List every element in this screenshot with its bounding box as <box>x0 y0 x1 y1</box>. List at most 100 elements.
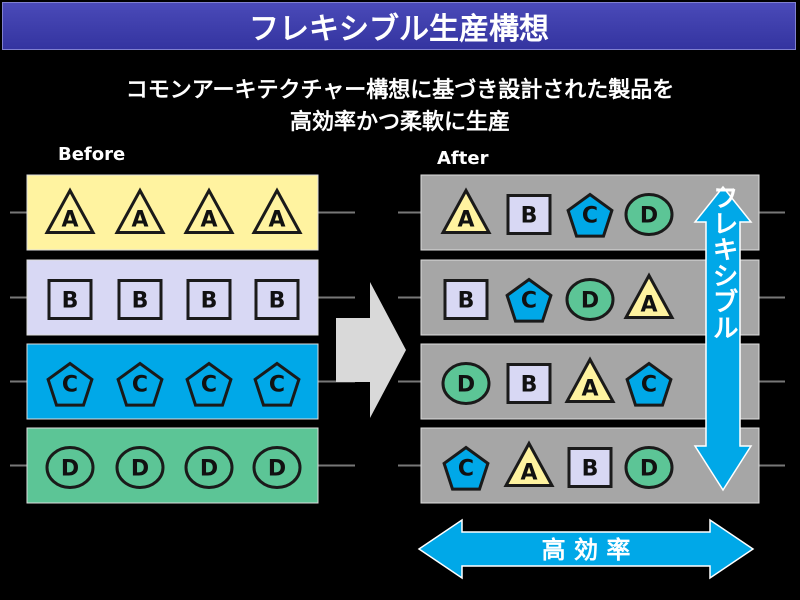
circle-icon <box>115 446 165 489</box>
horizontal-double-arrow-icon <box>417 518 755 580</box>
circle-icon <box>624 193 674 236</box>
product-letter: B <box>521 204 538 229</box>
product-C: C <box>566 192 614 238</box>
square-icon <box>117 279 163 320</box>
product-A: A <box>623 272 675 319</box>
product-letter: C <box>641 373 657 398</box>
square-icon <box>567 447 613 488</box>
pentagon-icon <box>253 361 301 407</box>
product-letter: D <box>61 457 79 482</box>
title-bar: フレキシブル生産構想 <box>2 2 796 50</box>
product-B: B <box>506 194 552 235</box>
circle-icon <box>624 446 674 489</box>
product-letter: C <box>201 373 217 398</box>
product-D: D <box>184 446 234 489</box>
product-letter: D <box>200 457 218 482</box>
before-label: Before <box>58 144 126 165</box>
triangle-icon <box>564 356 616 403</box>
pentagon-icon <box>116 361 164 407</box>
product-letter: A <box>640 293 657 318</box>
product-letter: D <box>457 373 475 398</box>
square-icon <box>254 279 300 320</box>
triangle-icon <box>440 187 492 234</box>
pentagon-icon <box>625 361 673 407</box>
product-letter: D <box>268 457 286 482</box>
product-D: D <box>624 446 674 489</box>
product-B: B <box>567 447 613 488</box>
product-B: B <box>117 279 163 320</box>
product-B: B <box>47 279 93 320</box>
subtitle-line-2: 高効率かつ柔軟に生産 <box>289 110 510 135</box>
product-letter: C <box>458 457 474 482</box>
square-icon <box>186 279 232 320</box>
product-C: C <box>185 361 233 407</box>
right-arrow-icon <box>336 282 406 418</box>
product-C: C <box>253 361 301 407</box>
pentagon-icon <box>442 445 490 491</box>
square-icon <box>506 363 552 404</box>
product-letter: B <box>269 289 286 314</box>
circle-icon <box>184 446 234 489</box>
square-icon <box>443 279 489 320</box>
product-A: A <box>503 440 555 487</box>
triangle-icon <box>503 440 555 487</box>
product-letter: C <box>582 204 598 229</box>
product-D: D <box>624 193 674 236</box>
product-letter: A <box>457 208 474 233</box>
product-letter: B <box>521 373 538 398</box>
product-letter: A <box>520 461 537 486</box>
efficiency-label: 高 効 率 <box>542 536 631 564</box>
product-letter: B <box>62 289 79 314</box>
triangle-icon <box>623 272 675 319</box>
product-letter: A <box>200 208 217 233</box>
product-A: A <box>564 356 616 403</box>
slide-title: フレキシブル生産構想 <box>249 12 549 47</box>
pentagon-icon <box>566 192 614 238</box>
pentagon-icon <box>46 361 94 407</box>
product-letter: D <box>640 457 658 482</box>
product-B: B <box>186 279 232 320</box>
product-letter: B <box>201 289 218 314</box>
flexible-label: フレキシブル <box>708 184 738 340</box>
product-letter: B <box>458 289 475 314</box>
product-letter: C <box>132 373 148 398</box>
product-letter: D <box>581 289 599 314</box>
product-B: B <box>506 363 552 404</box>
product-D: D <box>252 446 302 489</box>
product-D: D <box>565 278 615 321</box>
product-letter: C <box>269 373 285 398</box>
product-letter: B <box>582 457 599 482</box>
circle-icon <box>565 278 615 321</box>
vertical-double-arrow-icon <box>693 185 753 492</box>
product-A: A <box>251 187 303 234</box>
product-letter: A <box>61 208 78 233</box>
subtitle-line-1: コモンアーキテクチャー構想に基づき設計された製品を <box>125 78 675 103</box>
product-D: D <box>45 446 95 489</box>
product-letter: B <box>132 289 149 314</box>
product-B: B <box>254 279 300 320</box>
circle-icon <box>252 446 302 489</box>
triangle-icon <box>44 187 96 234</box>
circle-icon <box>45 446 95 489</box>
product-C: C <box>116 361 164 407</box>
product-letter: D <box>640 204 658 229</box>
triangle-icon <box>114 187 166 234</box>
circle-icon <box>441 362 491 405</box>
after-label: After <box>437 148 489 169</box>
product-C: C <box>625 361 673 407</box>
triangle-icon <box>183 187 235 234</box>
square-icon <box>506 194 552 235</box>
product-letter: C <box>521 289 537 314</box>
product-A: A <box>44 187 96 234</box>
product-letter: C <box>62 373 78 398</box>
product-B: B <box>443 279 489 320</box>
product-letter: D <box>131 457 149 482</box>
pentagon-icon <box>505 277 553 323</box>
product-C: C <box>46 361 94 407</box>
triangle-icon <box>251 187 303 234</box>
product-C: C <box>442 445 490 491</box>
product-letter: A <box>581 377 598 402</box>
product-C: C <box>505 277 553 323</box>
product-D: D <box>441 362 491 405</box>
